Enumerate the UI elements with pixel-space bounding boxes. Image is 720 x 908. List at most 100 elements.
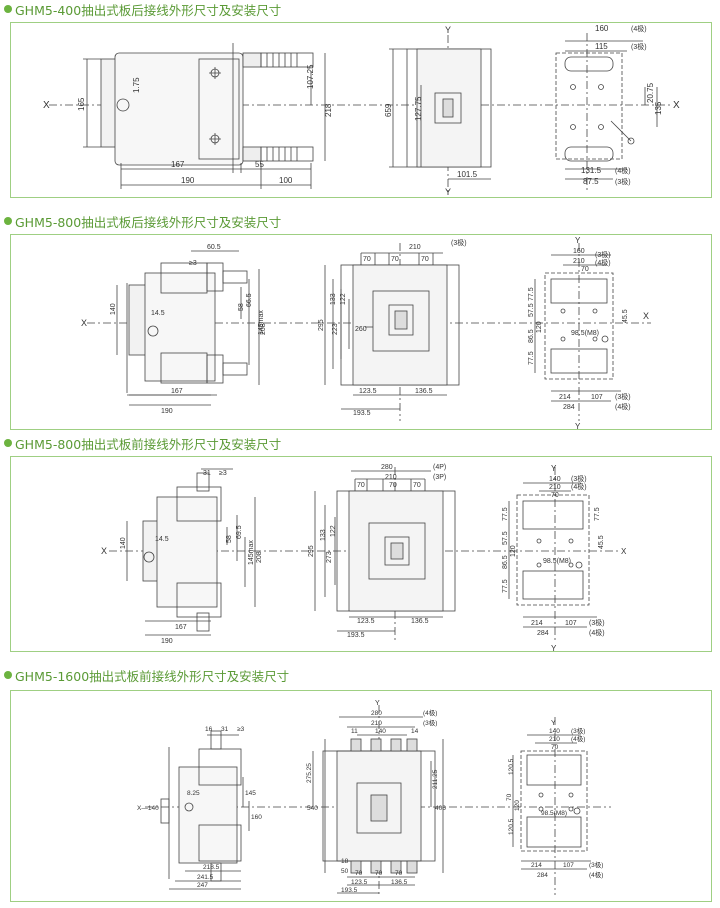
dimension-label: (3极) — [451, 238, 467, 247]
dimension-label: 208 — [260, 323, 267, 335]
dimension-label: 31 — [221, 726, 229, 733]
section-4-drawing-panel: X—140 Y Y 16 31 ≥3 8.25 145 160 218.5 24… — [10, 690, 712, 902]
dimension-label: 57.5 — [502, 531, 509, 545]
dimension-label: 123.5 — [357, 618, 375, 625]
dimension-label: 214 — [531, 620, 543, 627]
dimension-label: 133 — [320, 529, 327, 541]
dimension-label: 140 — [549, 728, 560, 735]
dimension-label: 167 — [175, 624, 187, 631]
dimension-label: 241.5 — [197, 874, 214, 881]
dimension-label: (4极) — [589, 628, 605, 637]
dimension-label: ≥3 — [219, 470, 227, 477]
dimension-label: 87.5 — [583, 177, 599, 186]
dimension-label: 8.25 — [187, 790, 200, 797]
dimension-label: 167 — [171, 160, 185, 169]
section-2-drawing: X X Y Y 60.5 ≥3 140 14.5 58 66.5 145max … — [81, 236, 651, 431]
axis-label: Y — [375, 700, 380, 707]
dimension-label: 190 — [181, 176, 195, 185]
section-1-title: GHM5-400抽出式板后接线外形尺寸及安装尺寸 — [4, 0, 281, 18]
axis-label: X — [673, 100, 680, 111]
dimension-label: 145max — [258, 310, 265, 335]
dimension-label: 70 — [506, 793, 513, 801]
axis-label: Y — [575, 236, 581, 245]
dimension-label: (3极) — [423, 718, 437, 727]
dimension-label: 273 — [326, 551, 333, 563]
dimension-label: 280 — [371, 710, 382, 717]
dimension-label: 115 — [595, 42, 608, 51]
dimension-label: 127.75 — [414, 96, 423, 121]
dimension-label: 122 — [330, 525, 337, 537]
dimension-label: 193.5 — [353, 410, 371, 417]
dimension-label: 135 — [654, 101, 663, 115]
dimension-label: (3极) — [615, 392, 631, 401]
dimension-label: (4极) — [595, 258, 611, 267]
dimension-label: 77.5 — [528, 287, 535, 301]
dimension-label: 260 — [355, 326, 367, 333]
dimension-label: (3极) — [615, 177, 631, 186]
dimension-label: 107 — [565, 620, 577, 627]
section-1-drawing: X X Y Y 165 1.75 107.25 218 167 55 190 1… — [43, 24, 680, 197]
dimension-label: 70 — [375, 870, 383, 877]
dimension-label: 1.75 — [132, 77, 141, 93]
dimension-label: (4极) — [631, 24, 647, 33]
dimension-label: 406 — [435, 805, 446, 812]
dimension-label: 284 — [563, 404, 575, 411]
dimension-label: 14.5 — [155, 536, 169, 543]
dimension-label: 58 — [238, 303, 245, 311]
dimension-label: 275.25 — [306, 763, 313, 783]
dimension-label: (3极) — [571, 474, 587, 483]
dimension-label: 45.5 — [598, 535, 605, 549]
dimension-label: (3极) — [595, 250, 611, 259]
dimension-label: 86.5 — [502, 555, 509, 569]
dimension-label: 20.75 — [646, 82, 655, 103]
dimension-label: 210 — [549, 736, 560, 743]
dimension-label: 66.5 — [246, 293, 253, 307]
dimension-label: 284 — [537, 872, 548, 879]
dimension-label: 45.5 — [622, 309, 629, 323]
dimension-label: 136.5 — [415, 388, 433, 395]
bullet-icon — [4, 439, 12, 447]
dimension-label: 208 — [256, 551, 263, 563]
dimension-label: 247 — [197, 882, 208, 889]
dimension-label: 123.5 — [351, 879, 368, 886]
dimension-label: 210 — [385, 474, 397, 481]
section-title-text: GHM5-800抽出式板后接线外形尺寸及安装尺寸 — [15, 214, 282, 230]
bullet-icon — [4, 217, 12, 225]
section-3-drawing: X X Y Y 31 ≥3 140 14.5 58 69.5 145max 20… — [101, 464, 627, 653]
dimension-label: 120 — [514, 800, 521, 811]
dimension-label: 131.5 — [581, 166, 602, 175]
axis-label: Y — [445, 25, 451, 35]
dimension-label: (3极) — [631, 42, 647, 51]
dimension-label: (4极) — [571, 734, 585, 743]
dimension-label: (4极) — [571, 482, 587, 491]
dimension-label: 101.5 — [457, 170, 478, 179]
dimension-label: 145max — [248, 540, 255, 565]
dimension-label: 69.5 — [236, 525, 243, 539]
dimension-label: 140 — [375, 728, 386, 735]
dimension-label: 133 — [330, 293, 337, 305]
dimension-label: 167 — [171, 388, 183, 395]
dimension-label: 190 — [161, 408, 173, 415]
dimension-label: 60.5 — [207, 244, 221, 251]
dimension-label: 14 — [411, 728, 419, 735]
dimension-label: 211.25 — [432, 769, 439, 789]
dimension-label: (3极) — [571, 726, 585, 735]
dimension-label: 223 — [332, 323, 339, 335]
dimension-label: 70 — [355, 870, 363, 877]
dimension-label: (3P) — [433, 474, 446, 481]
dimension-label: 70 — [389, 482, 397, 489]
axis-label: X — [643, 311, 649, 321]
dimension-label: 214 — [531, 862, 542, 869]
section-3-title: GHM5-800抽出式板前接线外形尺寸及安装尺寸 — [4, 434, 281, 452]
dimension-label: 120 — [510, 545, 517, 557]
dimension-label: 218 — [324, 103, 333, 117]
axis-label: Y — [551, 464, 557, 473]
dimension-label: 70 — [551, 744, 559, 751]
dimension-label: 120.5 — [508, 758, 515, 775]
axis-label: Y — [445, 187, 451, 197]
dimension-label: 50 — [341, 868, 349, 875]
dimension-label: 210 — [371, 720, 382, 727]
axis-label: X — [81, 318, 87, 328]
dimension-label: 77.5 — [594, 507, 601, 521]
dimension-label: 70 — [363, 256, 371, 263]
